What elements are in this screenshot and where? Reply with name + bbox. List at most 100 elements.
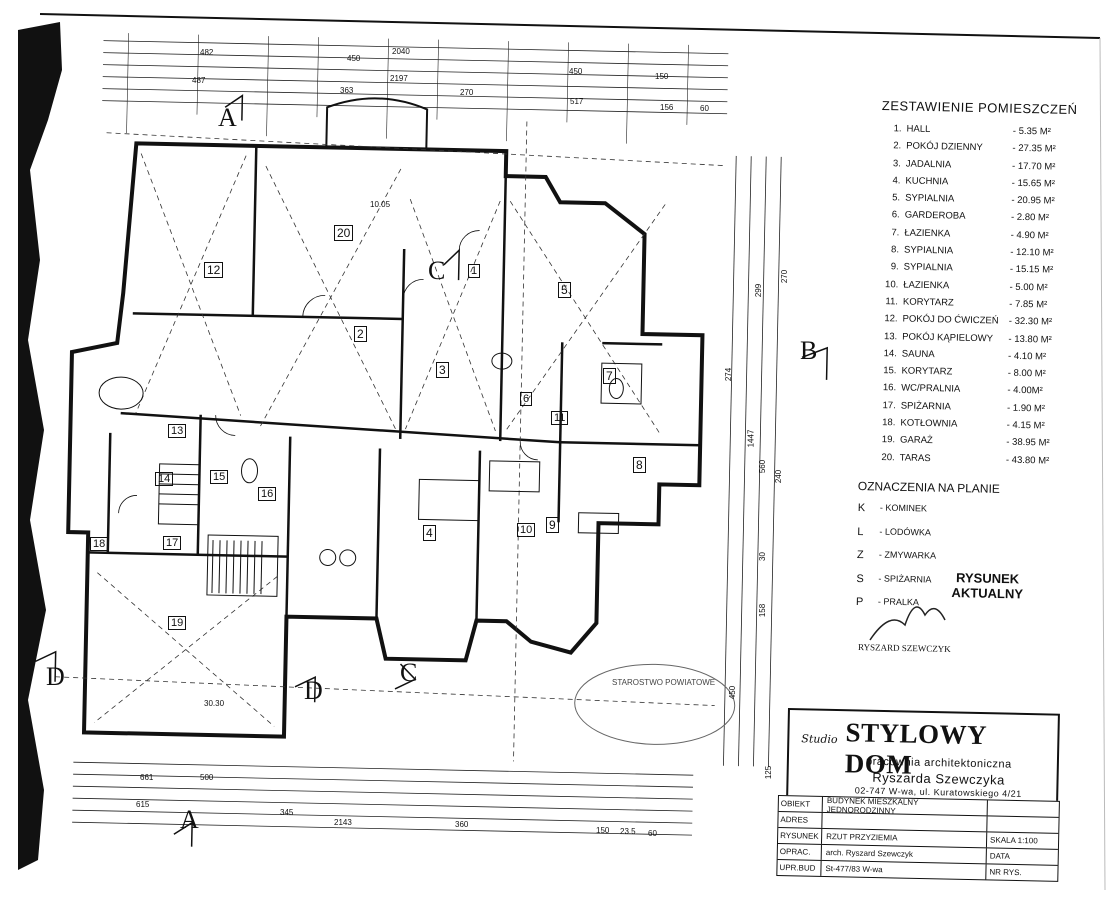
- room-name: GARAŻ: [899, 434, 933, 447]
- stamp-text: STAROSTWO POWIATOWE: [612, 678, 716, 687]
- room-number: 6.: [891, 209, 900, 221]
- room-area: - 20.95 M²: [1011, 194, 1055, 207]
- room-label-17: 17: [163, 536, 182, 550]
- room-number: 18.: [882, 417, 896, 429]
- room-label-6: 6: [520, 392, 533, 406]
- room-label-4: 4: [423, 525, 436, 541]
- dimension-label: 60: [700, 104, 709, 113]
- room-label-2: 2: [354, 326, 367, 342]
- studio-word: Studio: [801, 732, 838, 747]
- room-number: 19.: [881, 434, 896, 446]
- dimension-label: 240: [774, 469, 784, 484]
- dimension-label: 450: [569, 67, 583, 76]
- room-name: WC/PRALNIA: [901, 382, 961, 396]
- room-area: - 4.90 M²: [1010, 229, 1049, 242]
- title-block-label: ADRES: [778, 812, 823, 828]
- section-mark-a-bottom: A: [180, 805, 199, 834]
- room-label-14: 14: [155, 472, 174, 486]
- room-name: ŁAZIENKA: [904, 227, 951, 240]
- room-number: 12.: [884, 313, 898, 325]
- dimension-label: 30: [757, 552, 767, 561]
- area-label: 10.05: [370, 200, 391, 209]
- room-number: 11.: [885, 296, 899, 308]
- sheet-top-edge: [39, 13, 1101, 39]
- section-markers: [35, 94, 828, 847]
- staircase: [157, 463, 279, 597]
- dimension-label: 1447: [746, 429, 756, 448]
- room-number: 5.: [892, 192, 901, 204]
- dimension-label: 270: [780, 269, 790, 284]
- room-name: HALL: [906, 123, 931, 136]
- legend-desc: - KOMINEK: [879, 502, 928, 514]
- room-name: TARAS: [899, 452, 931, 464]
- room-label-7: 7: [603, 368, 616, 384]
- signature: [869, 606, 946, 641]
- room-label-13: 13: [168, 424, 187, 438]
- room-name: KORYTARZ: [902, 296, 954, 309]
- room-area: - 8.00 M²: [1007, 367, 1046, 380]
- room-label-12: 12: [204, 262, 224, 278]
- signature-name: RYSZARD SZEWCZYK: [857, 642, 951, 654]
- title-block-label: UPR.BUD: [777, 860, 822, 876]
- dimension-label: 450: [347, 54, 361, 63]
- room-area: - 43.80 M²: [1005, 454, 1050, 467]
- room-number: 17.: [882, 399, 896, 412]
- room-number: 20.: [881, 451, 895, 463]
- dimension-label: 158: [758, 603, 768, 618]
- room-number: 2.: [893, 140, 902, 152]
- room-area: - 4.00M²: [1007, 385, 1043, 397]
- room-name: SYPIALNIA: [903, 261, 953, 274]
- dimension-label: 270: [460, 88, 474, 97]
- room-name: SAUNA: [901, 348, 935, 361]
- room-area: - 15.15 M²: [1009, 264, 1054, 276]
- dimension-label: 450: [728, 685, 738, 700]
- dimension-label: 500: [200, 773, 214, 782]
- official-stamp: [574, 663, 736, 745]
- title-block-label: OPRAC.: [777, 844, 822, 860]
- studio-header: Studio STYLOWY DOM pracownia architekton…: [785, 708, 1060, 810]
- room-name: POKÓJ DO ĆWICZEŃ: [902, 313, 999, 327]
- room-area: - 7.85 M²: [1009, 298, 1048, 311]
- dimension-label: 360: [455, 820, 469, 829]
- room-label-19: 19: [168, 616, 187, 630]
- right-dimension-lines: [723, 155, 782, 767]
- room-area: - 4.10 M²: [1008, 350, 1047, 363]
- sheet-right-edge: [1099, 37, 1106, 891]
- room-area: - 12.10 M²: [1010, 246, 1054, 259]
- dimension-label: 560: [758, 459, 768, 474]
- legend-key: S: [856, 572, 864, 585]
- legend-title: OZNACZENIA NA PLANIE: [857, 479, 1001, 496]
- room-number: 3.: [892, 157, 901, 169]
- dimension-label: 2040: [392, 47, 410, 56]
- room-name: KUCHNIA: [905, 175, 949, 188]
- room-name: JADALNIA: [905, 158, 952, 171]
- room-label-9: 9: [546, 517, 559, 533]
- room-name: POKÓJ KĄPIELOWY: [902, 331, 994, 344]
- dimension-label: 2143: [334, 818, 352, 827]
- room-area: - 13.80 M²: [1008, 333, 1052, 346]
- title-block-side: NR RYS.: [985, 864, 1058, 881]
- room-number: 16.: [882, 382, 897, 394]
- title-block-value: [822, 820, 986, 823]
- room-name: SYPIALNIA: [905, 192, 955, 205]
- room-label-18: 18: [90, 537, 109, 551]
- section-mark-c-bottom: C: [400, 658, 418, 687]
- room-area: - 32.30 M²: [1008, 315, 1053, 328]
- legend-row: K- KOMINEK: [858, 502, 1018, 529]
- area-label: 30.30: [204, 699, 225, 708]
- room-label-10: 10: [517, 523, 536, 537]
- room-name: SYPIALNIA: [903, 244, 954, 257]
- title-block-side: [986, 816, 1059, 833]
- scan-edge: [18, 22, 62, 870]
- dimension-label: 150: [655, 72, 669, 81]
- dimension-label: 517: [570, 97, 584, 106]
- title-block-side: DATA: [985, 848, 1058, 865]
- dimension-label: 363: [340, 86, 354, 95]
- title-block-label: RYSUNEK: [777, 828, 823, 844]
- section-mark-b: B: [800, 336, 818, 365]
- room-area: - 2.80 M²: [1010, 212, 1050, 225]
- room-number: 8.: [890, 244, 900, 256]
